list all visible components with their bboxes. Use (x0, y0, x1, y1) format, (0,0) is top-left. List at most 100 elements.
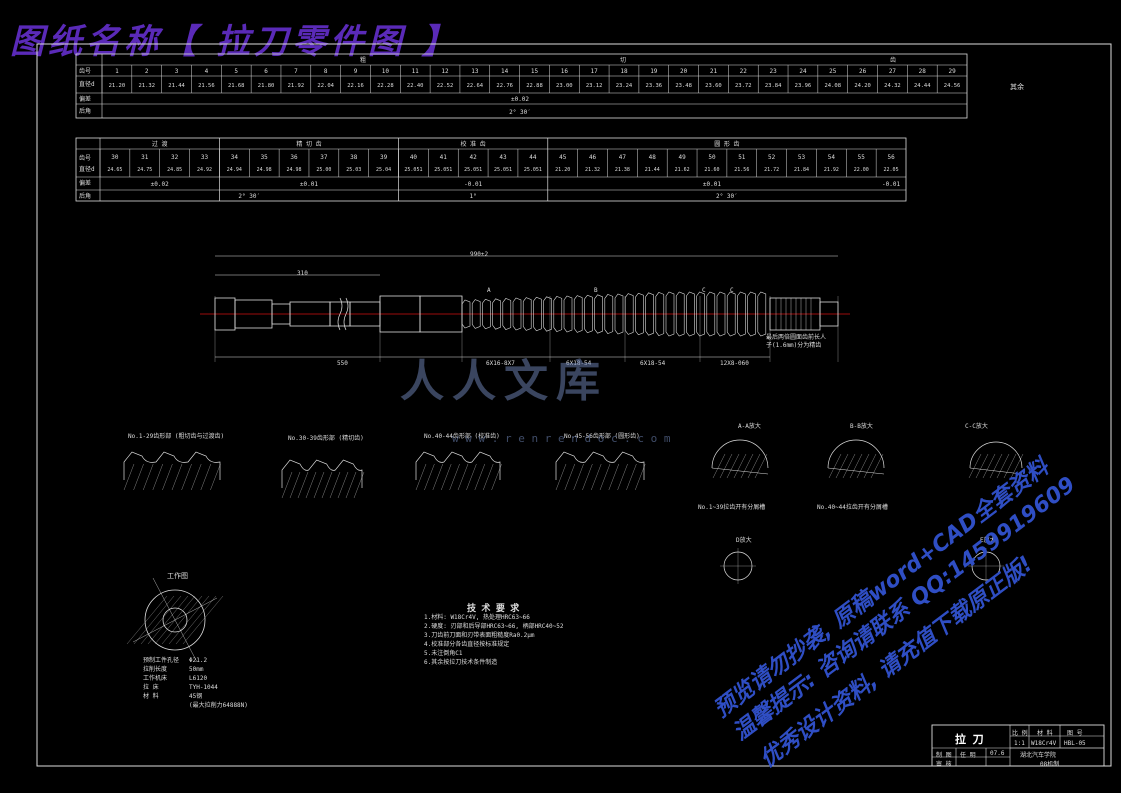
tb-designer: 任 明 (960, 752, 976, 759)
watermark-logo: 人人文库 (400, 356, 608, 407)
tooth-number: 46 (589, 154, 597, 161)
tooth-number: 47 (619, 154, 627, 161)
tooth-mark (665, 291, 675, 337)
tooth-detail-views (123, 439, 1024, 584)
tooth-diameter: 23.48 (675, 83, 692, 89)
param-label: 材 料 (143, 693, 159, 700)
section-header: 切 (620, 57, 626, 64)
tb-school: 湖北汽车学院 (1020, 752, 1057, 759)
tooth-number: 8 (324, 68, 328, 75)
tooth-diameter: 21.92 (288, 83, 305, 89)
row-label: 偏差 (79, 179, 91, 187)
tooth-number: 56 (887, 154, 895, 161)
tooth-number: 9 (354, 68, 358, 75)
param-value: (最大拉削力64888N) (189, 702, 248, 709)
tooth-diameter: 24.56 (944, 83, 961, 89)
tb-checker-label: 审 核 (936, 761, 952, 768)
tooth-diameter: 22.76 (496, 83, 513, 89)
detail-title-aa: A-A放大 (738, 423, 761, 430)
tooth-mark (686, 291, 695, 337)
row-label: 偏差 (79, 95, 91, 103)
broach-main-view (200, 255, 850, 362)
tooth-number: 10 (382, 68, 390, 75)
tooth-diameter: 22.40 (407, 83, 424, 89)
tooth-number: 16 (561, 68, 569, 75)
tooth-number: 39 (380, 154, 388, 161)
tooth-number: 2 (145, 68, 149, 75)
tooth-number: 23 (770, 68, 778, 75)
tooth-diameter: 21.60 (704, 167, 719, 173)
param-value: Φ21.2 (189, 657, 208, 664)
tooth-number: 52 (768, 154, 776, 161)
tooth-mark (696, 291, 705, 337)
watermark-url: w w w . r e n r e n d o c . c o m (452, 432, 671, 445)
tooth-diameter: 22.88 (526, 83, 543, 89)
tooth-diameter: 25.051 (494, 167, 512, 173)
tooth-number: 11 (412, 68, 420, 75)
section-header: 过 渡 (152, 140, 168, 148)
roughness-note: 其余 (1010, 83, 1024, 91)
segment-label-3: 6X18-54 (640, 360, 666, 367)
relief-angle: 1° (470, 193, 477, 200)
small-view-d: D放大 (736, 537, 752, 544)
section-header: 校 准 齿 (461, 140, 486, 148)
tooth-mark (655, 292, 665, 336)
dim-310: 310 (297, 270, 308, 277)
tooth-mark (614, 293, 624, 335)
tooth-number: 20 (680, 68, 688, 75)
section-arc (827, 439, 885, 469)
tb-date: 07.6 (990, 750, 1005, 757)
tooth-diameter: 25.051 (524, 167, 542, 173)
param-value: 45钢 (189, 693, 203, 700)
section-header: 齿 (890, 56, 896, 64)
section-label-c2: C (730, 287, 734, 294)
tooth-mark (533, 296, 542, 332)
tooth-diameter: 25.03 (346, 167, 361, 173)
tooth-number: 42 (470, 154, 478, 161)
tech-req-item: 3.刀齿前刀面和刃带表面粗糙度Ra0.2μm (424, 632, 535, 639)
tooth-mark (716, 291, 726, 337)
tooth-number: 5 (234, 68, 238, 75)
tb-header-scale: 比 例 (1012, 730, 1028, 737)
tooth-diameter: 22.16 (347, 83, 364, 89)
param-label: 预制工件孔径 (143, 657, 180, 664)
detail-title-cc: C-C放大 (965, 423, 988, 430)
tolerance: ±0.01 (703, 181, 721, 188)
param-label: 拉削长度 (143, 666, 168, 673)
workpiece-bore (162, 607, 188, 633)
tooth-mark (737, 291, 746, 337)
tooth-mark (553, 296, 563, 332)
tooth-diameter: 21.44 (645, 167, 660, 173)
tooth-diameter: 23.84 (765, 83, 782, 89)
tech-req-item: 4.校准部分各齿直径按标准规定 (424, 641, 510, 648)
tooth-number: 18 (620, 68, 628, 75)
tooth-profile (415, 451, 501, 480)
tooth-mark (573, 295, 583, 333)
tooth-diameter: 21.56 (734, 167, 749, 173)
title-block (931, 724, 1105, 767)
tooth-number: 51 (738, 154, 746, 161)
tooth-diameter: 25.051 (434, 167, 452, 173)
tooth-number: 33 (201, 154, 209, 161)
table-upper: 齿号直径d偏差后角121.20221.32321.44421.56521.686… (75, 53, 968, 119)
tb-scale: 1:1 (1014, 740, 1025, 747)
tooth-number: 3 (175, 68, 179, 75)
tooth-diameter: 23.72 (735, 83, 752, 89)
tb-class: 08机制 (1040, 761, 1060, 768)
tooth-number: 49 (678, 154, 686, 161)
workpiece-param-row: 预制工件孔径 Φ21.2 (143, 656, 248, 665)
small-view-e: E放大 (980, 537, 996, 544)
dim-550: 550 (337, 360, 348, 367)
row-label: 齿号 (79, 154, 91, 162)
tooth-mark (645, 292, 654, 336)
detail-note-2: No.40~44拉齿开有分屑槽 (817, 504, 888, 511)
tooth-mark (502, 298, 512, 330)
tooth-mark (594, 294, 603, 334)
tooth-diameter: 21.20 (109, 83, 126, 89)
segment-label-1: 6X16-8X7 (486, 360, 515, 367)
tooth-number: 45 (559, 154, 567, 161)
tooth-diameter: 21.80 (258, 83, 275, 89)
section-label-a: A (487, 287, 491, 294)
